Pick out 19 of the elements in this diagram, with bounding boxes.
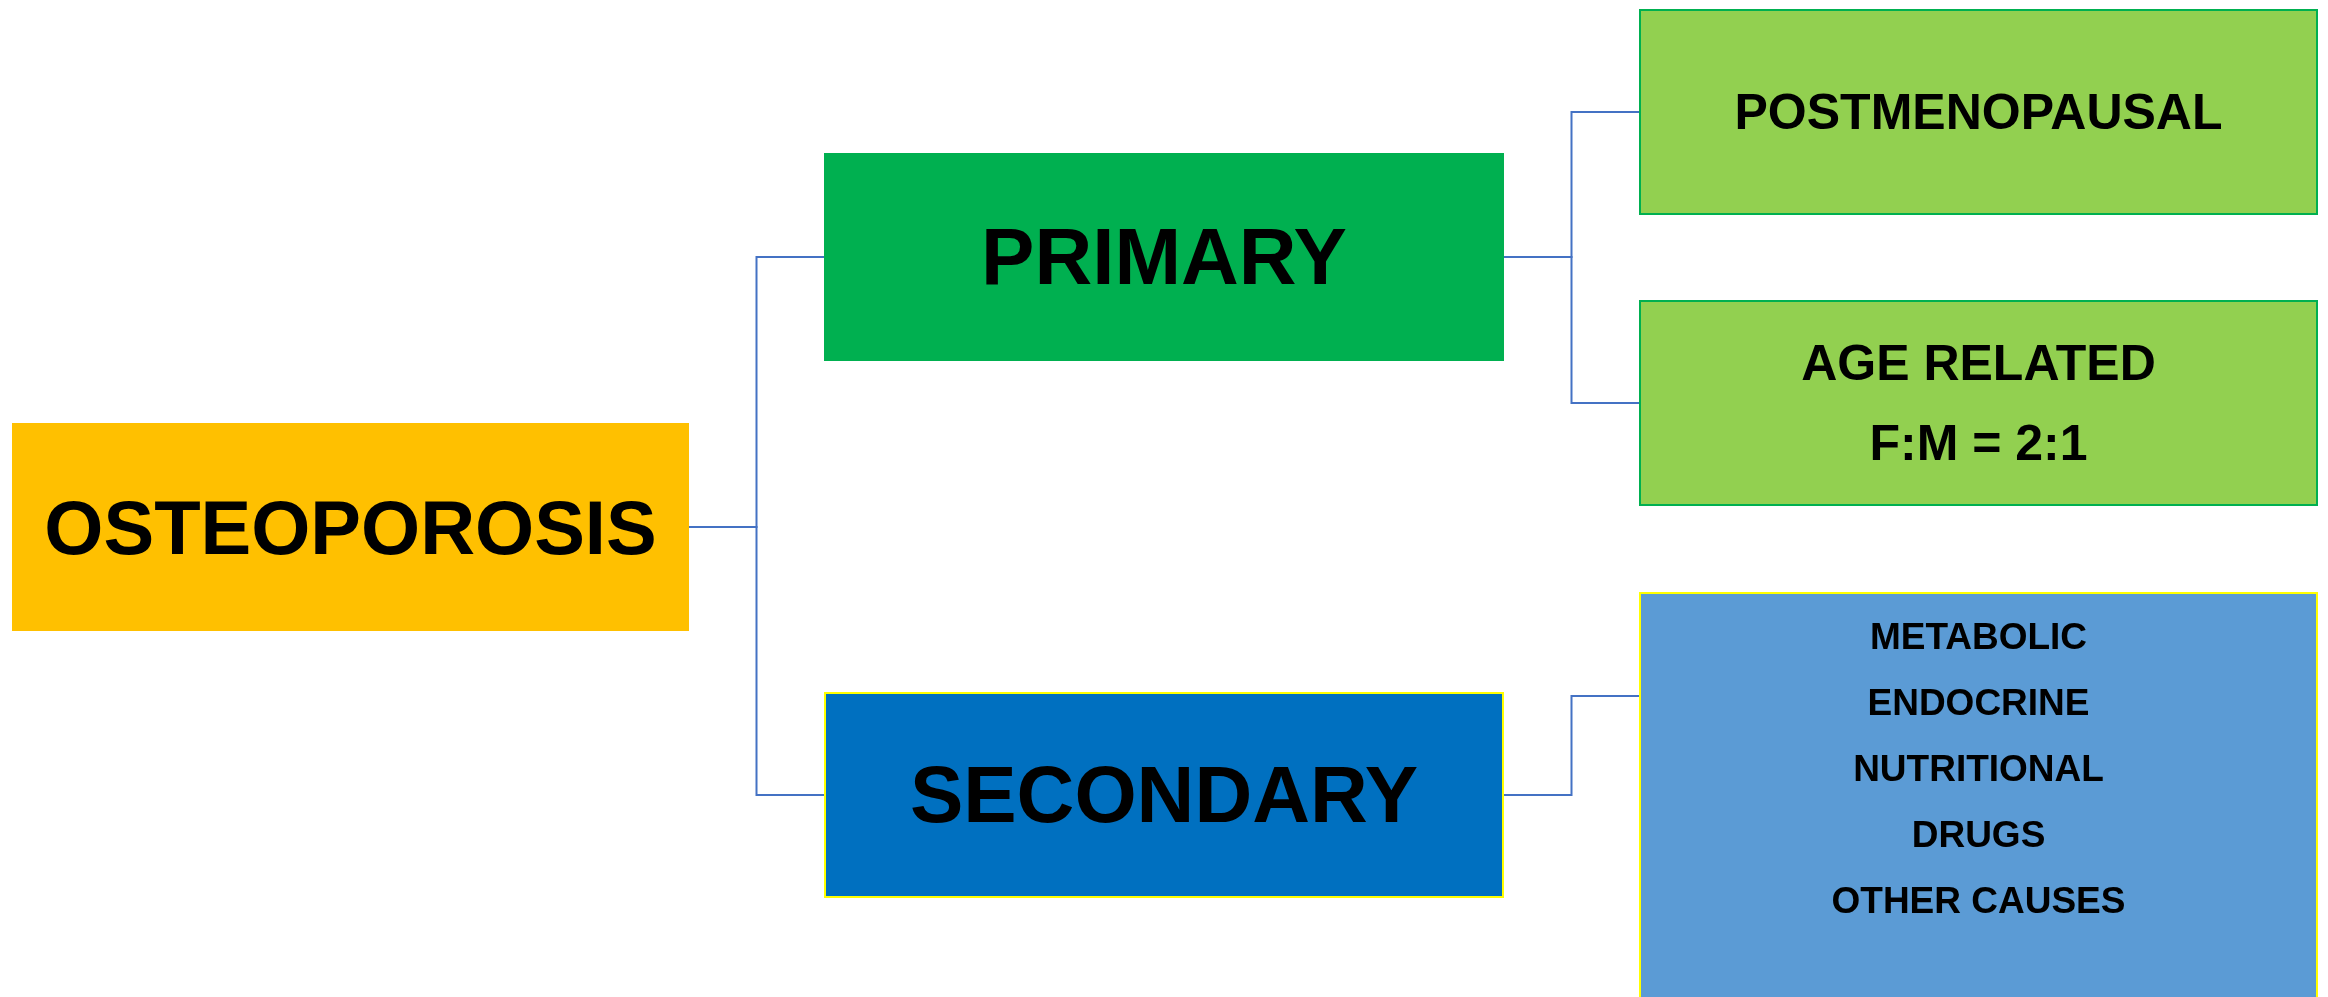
subtype-box [1639, 300, 2318, 506]
category-box [824, 692, 1504, 898]
causes-box [1639, 592, 2318, 997]
node-label: PRIMARY [981, 211, 1347, 303]
connector-line [1503, 695, 1640, 796]
node-label: METABOLIC [1869, 616, 2088, 658]
connector-line [1503, 256, 1640, 404]
node-label: POSTMENOPAUSAL [1734, 83, 2223, 141]
node-label: OTHER CAUSES [1831, 880, 2126, 922]
node-label: OSTEOPOROSIS [44, 483, 657, 571]
node-label: ENDOCRINE [1867, 682, 2090, 724]
category-box [824, 153, 1504, 361]
node-label: SECONDARY [909, 749, 1419, 841]
subtype-box [1639, 9, 2318, 215]
node-label: DRUGS [1911, 814, 2046, 856]
node-label: F:M = 2:1 [1869, 414, 2088, 472]
root-box [12, 423, 689, 631]
node-label: NUTRITIONAL [1853, 748, 2104, 790]
node-label: AGE RELATED [1801, 334, 2156, 392]
